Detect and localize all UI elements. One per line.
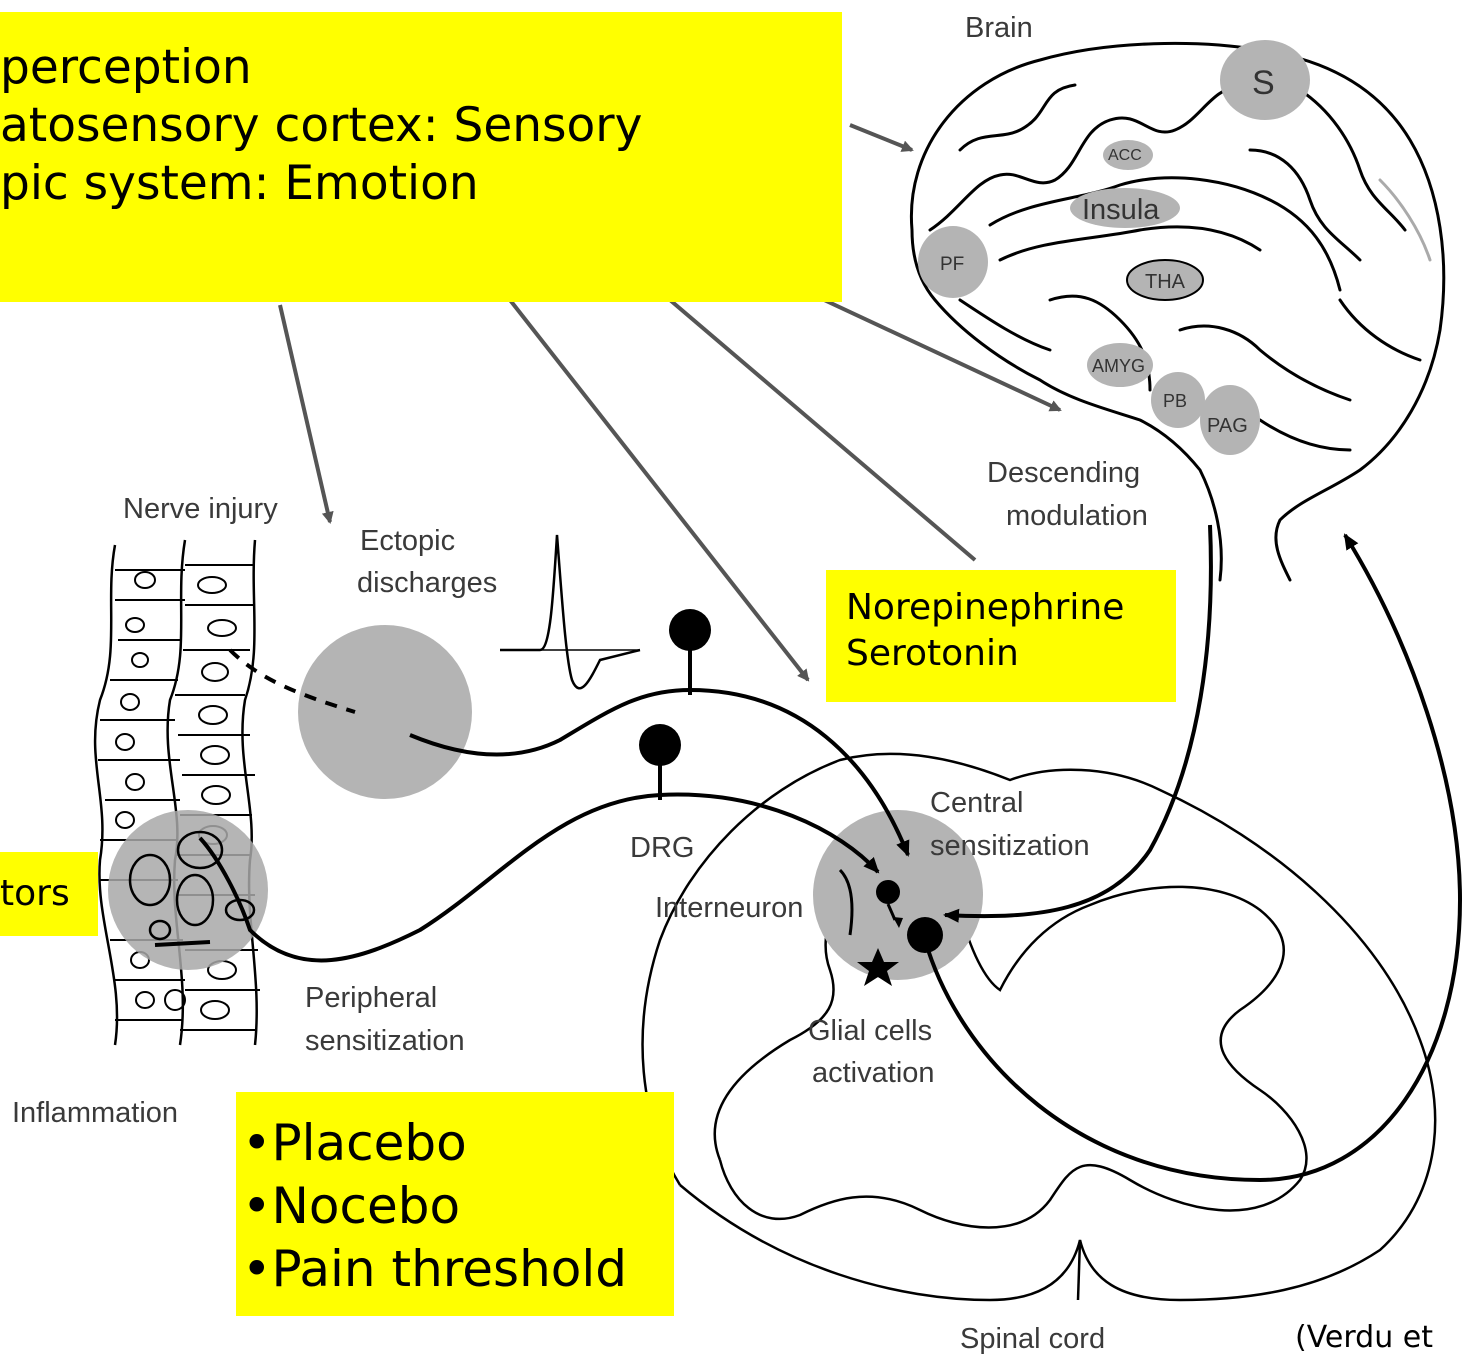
region-pag-label: PAG (1207, 415, 1248, 437)
spinal-cord-label: Spinal cord (960, 1323, 1105, 1355)
nerve-fibers (155, 525, 1460, 1180)
pain-perception-line-1: perception (0, 39, 842, 97)
arrow-to-norepinephrine (670, 300, 975, 560)
serotonin-text: Serotonin (846, 631, 1176, 677)
norepinephrine-text: Norepinephrine (846, 585, 1176, 631)
region-pf-label: PF (940, 254, 964, 275)
interneuron-label: Interneuron (655, 892, 803, 924)
psychology-box: •Placebo •Nocebo •Pain threshold (236, 1092, 674, 1316)
pain-perception-line-2: atosensory cortex: Sensory (0, 97, 842, 155)
brain-illustration (911, 43, 1443, 580)
action-potential-trace (500, 535, 640, 688)
arrow-to-brain (850, 125, 912, 150)
brain-label: Brain (965, 12, 1033, 44)
central-label-2: sensitization (930, 830, 1090, 862)
arrow-to-ectopic (280, 305, 330, 522)
glial-cell (907, 917, 943, 953)
interneuron-cell (876, 880, 900, 904)
pain-perception-box: perception atosensory cortex: Sensory pi… (0, 12, 842, 302)
inflammation-label: Inflammation (12, 1097, 178, 1129)
brain-outline (911, 43, 1443, 580)
placebo-item: •Placebo (242, 1112, 674, 1175)
brain-regions: S ACC Insula PF THA AMYG PB PAG (918, 40, 1310, 455)
region-s-label: S (1252, 64, 1275, 102)
nerve-injury-label: Nerve injury (123, 493, 278, 525)
ectopic-label-1: Ectopic (360, 525, 455, 557)
ectopic-label-2: discharges (357, 567, 497, 599)
glial-label-2: activation (812, 1057, 935, 1089)
neurotransmitter-box: Norepinephrine Serotonin (826, 570, 1176, 702)
region-acc-label: ACC (1108, 147, 1142, 164)
arrow-to-dorsal-horn (510, 300, 808, 680)
peripheral-fiber (200, 795, 878, 961)
pain-perception-line-3: pic system: Emotion (0, 155, 842, 213)
region-tha-label: THA (1145, 271, 1186, 293)
descending-label-1: Descending (987, 457, 1140, 489)
receptors-box: tors (0, 852, 98, 936)
descending-label-2: modulation (1006, 500, 1148, 532)
glial-label-1: Glial cells (808, 1015, 932, 1047)
central-label-1: Central (930, 787, 1024, 819)
region-insula-label: Insula (1082, 194, 1160, 226)
peripheral-label-1: Peripheral (305, 982, 437, 1014)
drg-soma-2 (639, 724, 681, 766)
peripheral-label-2: sensitization (305, 1025, 465, 1057)
receptors-text: tors (0, 852, 98, 936)
ectopic-focus (298, 625, 472, 799)
pain-threshold-item: •Pain threshold (242, 1238, 674, 1301)
drg-label: DRG (630, 832, 694, 864)
drg-soma-1 (669, 609, 711, 651)
region-pb-label: PB (1163, 391, 1187, 411)
nocebo-item: •Nocebo (242, 1175, 674, 1238)
citation: (Verdu et (1295, 1320, 1433, 1355)
region-amyg-label: AMYG (1092, 356, 1145, 376)
